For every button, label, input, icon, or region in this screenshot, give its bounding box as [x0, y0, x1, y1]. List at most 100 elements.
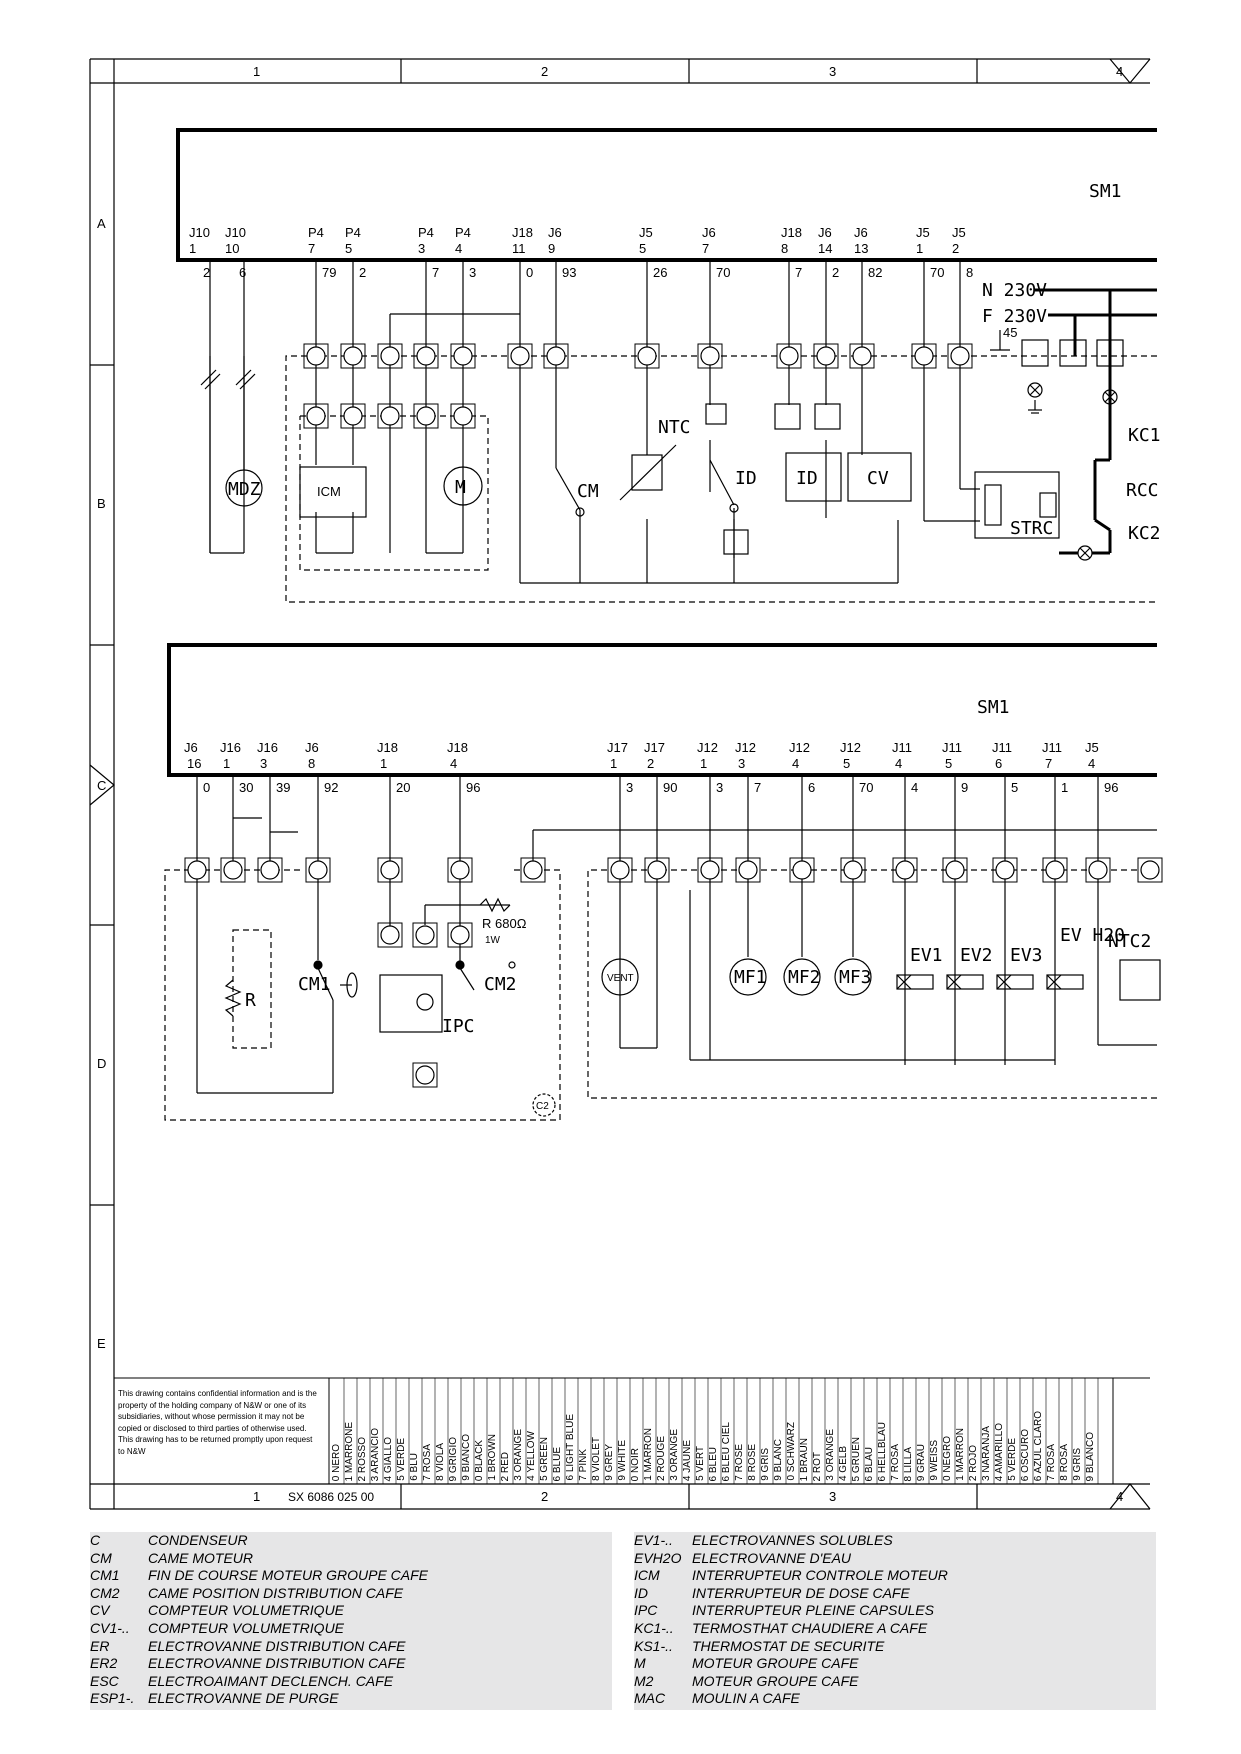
wire-color-text: 6 BLAU: [864, 1446, 875, 1481]
wire-color-text: 9 WEISS: [929, 1440, 940, 1481]
label-phase: F 230V: [982, 306, 1047, 327]
wire-color-entry: 6 HELLBLAU: [877, 1383, 888, 1481]
color-table-lines: [343, 1378, 1099, 1484]
terminal: [945, 860, 965, 880]
connector-name: J12: [697, 740, 718, 755]
connector-name: J11: [992, 740, 1012, 755]
terminal: [380, 346, 400, 366]
legend-row: KS1-..THERMOSTAT DE SECURITE: [634, 1638, 1156, 1656]
wire-number: 6: [808, 780, 815, 795]
wire-number: 39: [276, 780, 290, 795]
legend-code: KS1-..: [634, 1637, 673, 1654]
terminal: [738, 860, 758, 880]
wire-color-entry: 2 ROJO: [968, 1383, 979, 1481]
legend-code: ESC: [90, 1672, 119, 1689]
column-label: 2: [541, 1489, 548, 1504]
legend-desc: INTERRUPTEUR DE DOSE CAFE: [692, 1584, 910, 1601]
terminal-frame: [813, 343, 839, 369]
wire-color-entry: 0 NOIR: [630, 1383, 641, 1481]
wire-color-text: 0 NERO: [331, 1443, 342, 1481]
connector-pin: 4: [895, 756, 902, 771]
vent-fan: [601, 958, 639, 996]
wire-color-text: 9 GRIGIO: [448, 1436, 459, 1481]
wire-color-text: 3 ORANGE: [825, 1429, 836, 1481]
terminal-frame: [184, 857, 210, 883]
terminal-frame: [413, 403, 439, 429]
wire-number: 3: [626, 780, 633, 795]
terminal-frame: [735, 857, 761, 883]
wire-color-entry: 7 PINK: [578, 1383, 589, 1481]
ipc-box: [379, 974, 443, 1033]
wire-color-text: 6 BLEU CIEL: [721, 1421, 732, 1481]
wire-color-text: 4 GELB: [838, 1445, 849, 1481]
wire-number: 26: [653, 265, 667, 280]
wire-color-text: 4 GIALLO: [383, 1436, 394, 1481]
label-mf1: MF1: [734, 967, 767, 988]
connector-name: J17: [644, 740, 665, 755]
legend-desc: MOULIN A CAFE: [692, 1690, 800, 1707]
terminal-frame: [892, 857, 918, 883]
legend-desc: FIN DE COURSE MOTEUR GROUPE CAFE: [148, 1567, 429, 1584]
connector-name: J5: [916, 225, 930, 240]
bottom-dashed-enclosure: [164, 869, 1157, 1121]
wire-number: 96: [466, 780, 480, 795]
wire-color-text: 6 LIGHT BLUE: [565, 1414, 576, 1481]
row-label: E: [97, 1336, 106, 1351]
wire-number: 82: [868, 265, 882, 280]
wire-color-entry: 9 BLANCO: [1085, 1383, 1096, 1481]
terminal: [995, 860, 1015, 880]
legend-desc: MOTEUR GROUPE CAFE: [692, 1672, 859, 1689]
connector-pin: 14: [818, 241, 832, 256]
wire-color-entry: 5 VERDE: [1007, 1383, 1018, 1481]
legend-desc: ELECTROVANNE DE PURGE: [148, 1690, 339, 1707]
wire-color-entry: 0 BLACK: [474, 1383, 485, 1481]
label-kc1: KC1: [1128, 425, 1161, 446]
connector-pin: 4: [455, 241, 462, 256]
label-rcc: RCC: [1126, 480, 1159, 501]
connector-pin: 16: [187, 756, 201, 771]
wire-color-text: 3 ORANGE: [669, 1429, 680, 1481]
connector-pin: 4: [450, 756, 457, 771]
legend-code: CM1: [90, 1567, 120, 1584]
terminal-frame: [520, 857, 546, 883]
label-ntc: NTC: [658, 417, 691, 438]
wire-color-text: 6 AZUL CLARO: [1033, 1410, 1044, 1481]
terminal-frame: [1137, 857, 1163, 883]
column-label: 4: [1116, 1489, 1123, 1504]
column-label: 2: [541, 64, 548, 79]
connector-pin: 4: [792, 756, 799, 771]
connector-pin: 1: [700, 756, 707, 771]
wire-color-text: 1 MARRONE: [344, 1421, 355, 1481]
wire-color-text: 4 AMARILLO: [994, 1422, 1005, 1481]
wire-color-entry: 9 WHITE: [617, 1383, 628, 1481]
wire-number: 4: [911, 780, 918, 795]
wire-color-text: 7 ROSE: [734, 1444, 745, 1481]
terminal: [453, 346, 473, 366]
connector-pin: 7: [1045, 756, 1052, 771]
wire-color-text: 2 ROJO: [968, 1444, 979, 1481]
wire-color-text: 5 VERDE: [1007, 1438, 1018, 1481]
wire-color-text: 1 MARRON: [643, 1428, 654, 1481]
wire-number: 9: [961, 780, 968, 795]
terminal-frame: [303, 403, 329, 429]
terminal: [415, 925, 435, 945]
terminal-frame: [340, 403, 366, 429]
wire-color-entry: 8 VIOLET: [591, 1383, 602, 1481]
legend-row: CM1 FIN DE COURSE MOTEUR GROUPE CAFE: [90, 1567, 612, 1585]
wire-color-entry: 6 AZUL CLARO: [1033, 1383, 1044, 1481]
terminal-frame: [697, 857, 723, 883]
wire-number: 5: [1011, 780, 1018, 795]
wire-color-text: 8 VIOLET: [591, 1437, 602, 1481]
label-earth-wire: 45: [1003, 325, 1017, 340]
wire-color-entry: 4 YELLOW: [526, 1383, 537, 1481]
row-label: B: [97, 496, 106, 511]
terminal: [792, 860, 812, 880]
connector-name: J10: [189, 225, 210, 240]
terminal: [950, 346, 970, 366]
